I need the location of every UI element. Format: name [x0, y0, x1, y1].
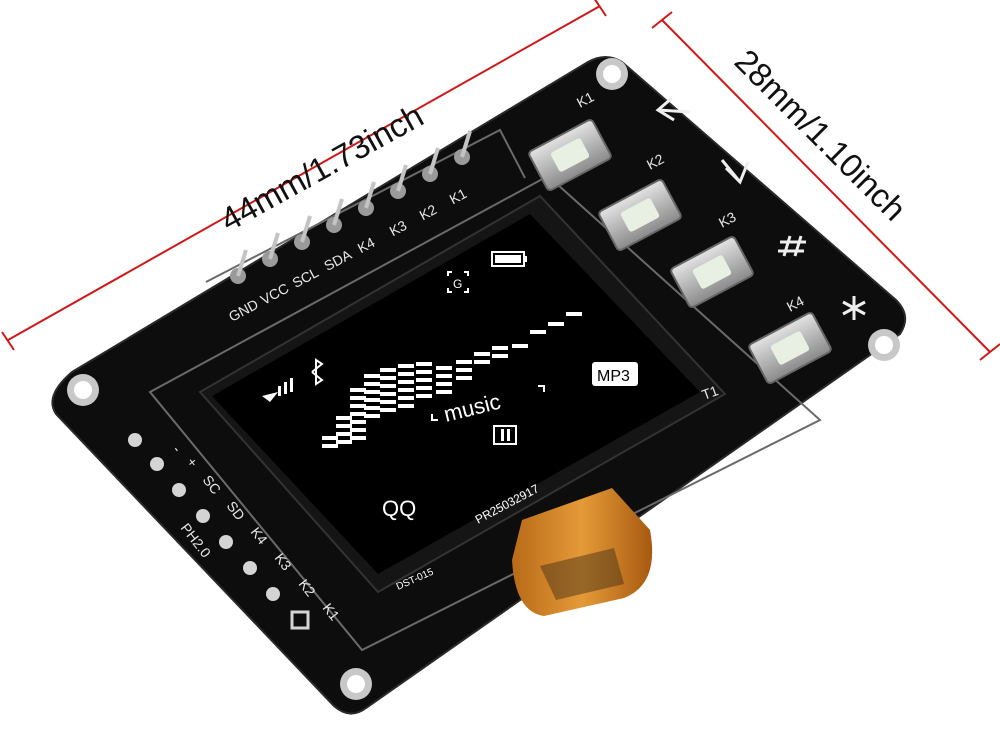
- arrow-up-icon: [655, 96, 691, 122]
- side-pad: [172, 483, 186, 497]
- top-pin-label: K2: [417, 201, 440, 223]
- button-label: K3: [716, 208, 739, 230]
- qq-text: QQ: [382, 496, 416, 521]
- tactile-button: [528, 119, 612, 191]
- asterisk-icon: [842, 296, 866, 320]
- oled-display: [198, 194, 727, 616]
- button-label: K4: [784, 292, 807, 314]
- bluetooth-icon: [311, 358, 324, 386]
- music-frame: [431, 385, 545, 421]
- side-pad: [219, 535, 233, 549]
- side-pad: [150, 457, 164, 471]
- svg-text:G: G: [453, 277, 462, 291]
- t1-label: T1: [700, 382, 721, 403]
- button-label: K1: [574, 88, 597, 110]
- target-icon: G: [447, 271, 469, 293]
- top-pin-label: K4: [355, 234, 378, 256]
- tactile-button: [748, 312, 832, 384]
- tactile-button: [670, 236, 754, 308]
- flex-ribbon: [512, 488, 653, 616]
- side-pad: [196, 509, 210, 523]
- button-label: K2: [644, 150, 667, 172]
- side-pad-square: [290, 610, 310, 630]
- side-pad: [266, 587, 280, 601]
- arrow-down-icon: [720, 159, 750, 185]
- width-dimension-line: [7, 5, 601, 341]
- spectrum-bars: [322, 312, 582, 448]
- dimension-lines: [1, 0, 1000, 361]
- top-pin-label: K3: [387, 217, 410, 239]
- side-pin-pads: [128, 433, 310, 630]
- tactile-button: [598, 179, 682, 251]
- hash-icon: [778, 235, 806, 257]
- top-pin-header: [230, 130, 472, 284]
- mp3-badge-label: MP3: [597, 368, 630, 385]
- pause-icon: [493, 425, 517, 445]
- side-pad: [243, 561, 257, 575]
- side-pad: [128, 433, 142, 447]
- signal-icon: [262, 378, 293, 402]
- mounting-holes: [67, 58, 900, 700]
- mp3-badge: MP3: [592, 362, 638, 386]
- top-pin-label: K1: [447, 185, 470, 207]
- battery-icon: [491, 251, 527, 267]
- height-dimension-line: [661, 19, 991, 353]
